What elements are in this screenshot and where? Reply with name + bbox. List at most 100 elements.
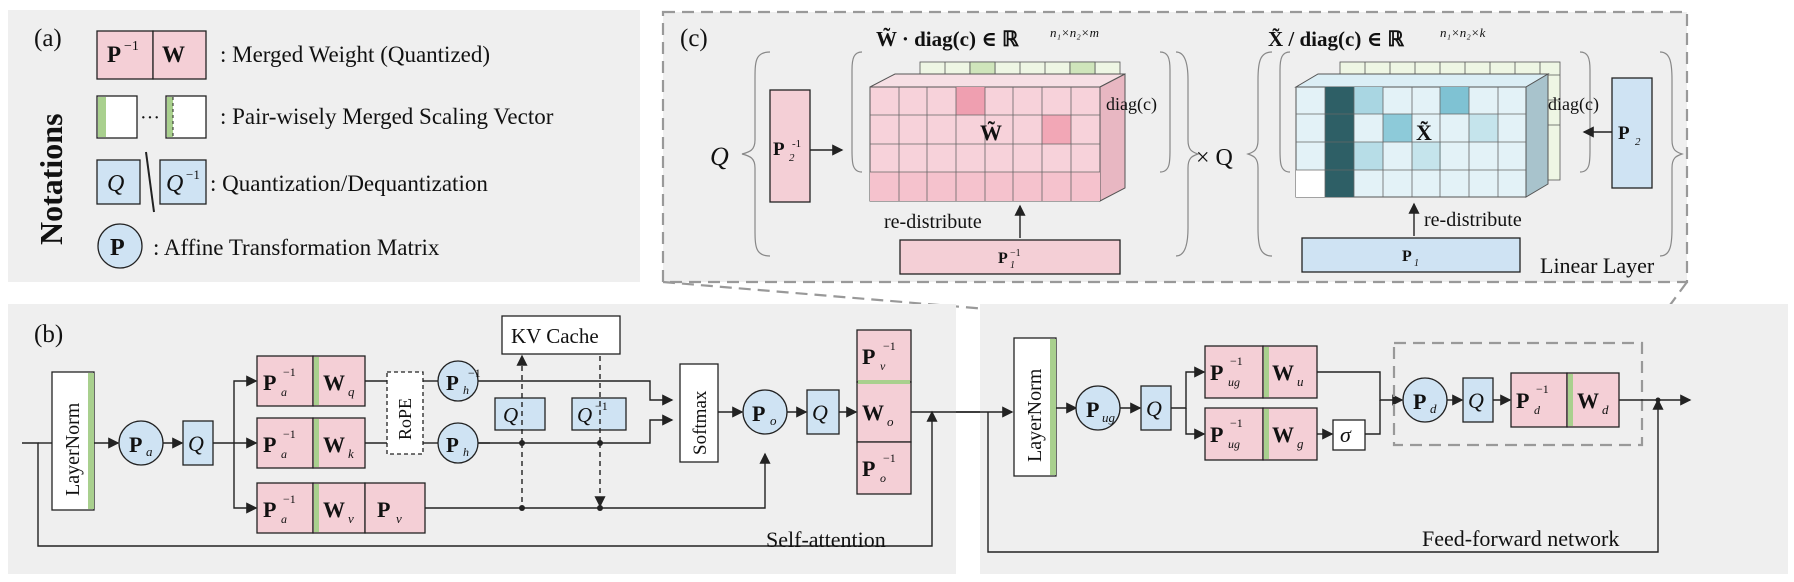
legend-q: Q: [107, 171, 124, 197]
legend-affine-p: P: [110, 235, 125, 261]
activation-cube: X̃: [1294, 61, 1561, 198]
svg-text:a: a: [146, 444, 153, 459]
ph-bottom-symbol: P: [446, 433, 459, 457]
svg-text:W: W: [1272, 422, 1294, 447]
svg-text:−1: −1: [883, 339, 896, 353]
svg-text:1: 1: [1010, 260, 1015, 271]
wk-symbol: W: [323, 432, 345, 457]
svg-text:−1: −1: [283, 427, 296, 441]
rope-label: RoPE: [395, 398, 415, 440]
svg-text:−1: −1: [124, 39, 139, 54]
svg-text:h: h: [463, 383, 469, 397]
wq-symbol: W: [323, 370, 345, 395]
activation-title-sup: n₁×n₂×k: [1440, 25, 1486, 40]
pv-symbol: P: [377, 497, 390, 522]
svg-text:u: u: [1297, 374, 1304, 389]
svg-text:v: v: [348, 511, 354, 526]
svg-text:−1: −1: [1536, 382, 1549, 396]
softmax-label: Softmax: [690, 390, 711, 455]
svg-text:k: k: [348, 446, 354, 461]
svg-text:g: g: [1297, 436, 1304, 451]
svg-text:−1: −1: [283, 365, 296, 379]
self-attention-label: Self-attention: [766, 527, 886, 552]
p2-label: P: [1618, 123, 1630, 144]
w-tilde-label: W̃: [980, 120, 1002, 145]
pug-symbol: P: [1086, 397, 1099, 422]
svg-text:q: q: [348, 384, 355, 399]
wv-symbol: W: [323, 497, 345, 522]
svg-text:P: P: [862, 456, 875, 481]
svg-text:−1: −1: [1230, 416, 1243, 430]
svg-text:h: h: [463, 445, 469, 459]
svg-text:2: 2: [1635, 136, 1641, 148]
legend-dots: ···: [140, 107, 160, 129]
svg-text:P: P: [1210, 360, 1223, 385]
legend-q-inv: Q: [166, 171, 183, 197]
pa-symbol: P: [129, 432, 142, 457]
svg-text:−1: −1: [1010, 248, 1021, 259]
svg-text:o: o: [880, 471, 886, 485]
svg-text:−1: −1: [1230, 354, 1243, 368]
svg-text:d: d: [1430, 401, 1437, 416]
svg-text:−1: −1: [883, 451, 896, 465]
panel-a-label: (a): [34, 25, 62, 52]
weight-title-sup: n₁×n₂×m: [1050, 25, 1099, 40]
svg-text:P: P: [862, 344, 875, 369]
svg-text:-1: -1: [792, 138, 801, 150]
svg-text:d: d: [1602, 402, 1609, 417]
notations-title: Notations: [33, 113, 69, 245]
panel-b-self-attention: (b) LayerNorm P a Q P a −1 W q: [8, 304, 1010, 574]
weight-title: W̃ · diag(c) ∈ ℝ: [876, 27, 1019, 51]
k-quant: Q: [503, 403, 518, 427]
weight-cube: W̃: [869, 61, 1126, 202]
svg-text:ug: ug: [1228, 375, 1240, 389]
x-tilde-label: X̃: [1416, 120, 1432, 145]
attn-layernorm: LayerNorm: [62, 402, 84, 496]
svg-text:v: v: [880, 359, 886, 373]
svg-text:P: P: [263, 497, 276, 522]
p1-inv-label: P: [998, 250, 1008, 267]
svg-text:−1: −1: [595, 399, 608, 413]
panel-c-q-left: Q: [710, 142, 729, 171]
pd-quant: Q: [1468, 388, 1484, 413]
svg-text:W: W: [1577, 388, 1599, 413]
svg-text:W: W: [862, 400, 884, 425]
svg-text:ug: ug: [1228, 437, 1240, 451]
linear-layer-label: Linear Layer: [1540, 253, 1655, 278]
legend-scaling-desc: : Pair-wisely Merged Scaling Vector: [220, 104, 554, 129]
svg-text:d: d: [1534, 403, 1541, 417]
svg-text:P: P: [1516, 388, 1529, 413]
kv-cache-label: KV Cache: [511, 324, 599, 348]
redistribute-right: re-distribute: [1424, 209, 1522, 231]
linear-layer-zoom-box: [1392, 341, 1644, 447]
sigma-label: σ: [1340, 422, 1352, 447]
svg-text:−1: −1: [468, 366, 481, 380]
ffn-q: Q: [1146, 396, 1162, 421]
svg-text:o: o: [887, 414, 894, 429]
legend-merged-weight-desc: : Merged Weight (Quantized): [220, 42, 490, 67]
p2-inv-label: P: [773, 139, 785, 160]
diag-c-right: diag(c): [1548, 94, 1599, 115]
ffn-label: Feed-forward network: [1422, 526, 1619, 551]
panel-c-linear-layer: (c) W̃ · diag(c) ∈ ℝ n₁×n₂×m X̃ / diag(c…: [661, 10, 1689, 284]
times-q: × Q: [1196, 145, 1233, 171]
svg-text:W: W: [1272, 360, 1294, 385]
redistribute-left: re-distribute: [884, 211, 982, 233]
svg-text:−1: −1: [283, 492, 296, 506]
k-dequant: Q: [577, 403, 592, 427]
o-quant: Q: [812, 400, 828, 425]
svg-text:a: a: [281, 512, 287, 526]
panel-c-label: (c): [680, 25, 708, 52]
svg-text:1: 1: [1414, 258, 1419, 269]
svg-text:ug: ug: [1102, 410, 1116, 425]
pd-symbol: P: [1413, 389, 1426, 414]
svg-text:P: P: [263, 432, 276, 457]
legend-w: W: [162, 42, 185, 67]
svg-text:P: P: [263, 370, 276, 395]
panel-b-ffn: LayerNorm P ug Q P ug −1 W u P ug −1 W g…: [956, 304, 1788, 574]
legend-affine-desc: : Affine Transformation Matrix: [153, 235, 440, 260]
p1-label: P: [1402, 248, 1412, 265]
ph-top-symbol: P: [446, 371, 459, 395]
panel-b-label: (b): [34, 321, 63, 348]
